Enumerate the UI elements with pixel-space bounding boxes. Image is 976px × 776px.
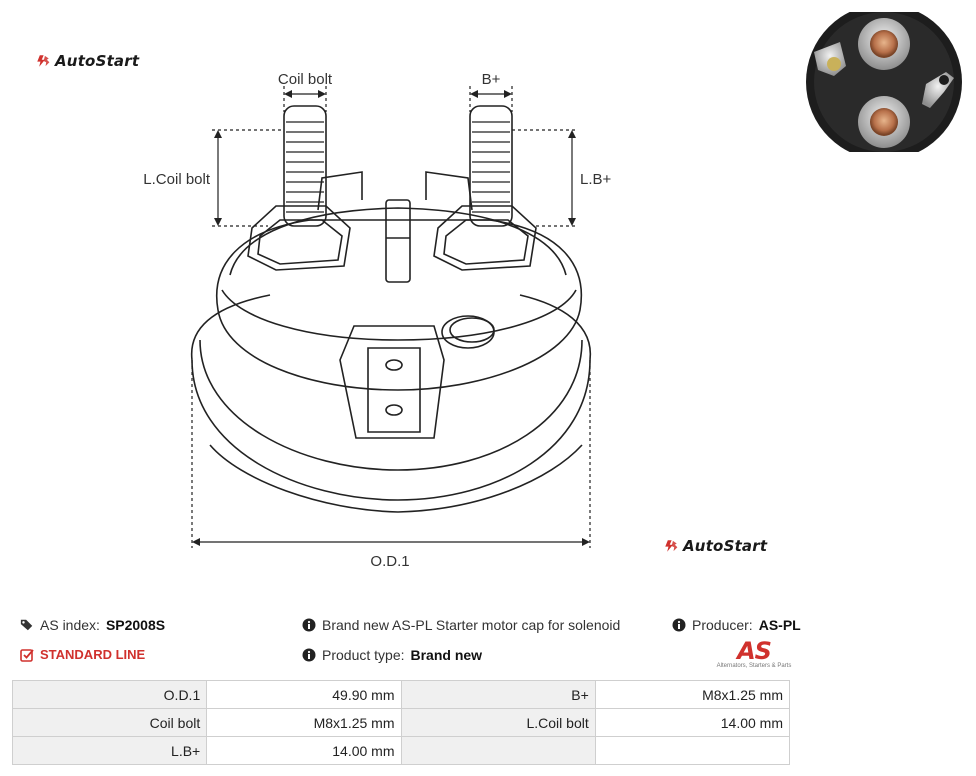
tags-icon: [20, 619, 33, 631]
spec-value: 49.90 mm: [206, 680, 402, 709]
as-logo-tagline: Alternators, Starters & Parts: [716, 663, 792, 669]
od1-dimension-label: O.D.1: [370, 553, 409, 570]
product-type: Product type: Brand new: [302, 647, 482, 663]
producer-label: Producer:: [692, 617, 753, 633]
standard-line-label: STANDARD LINE: [40, 647, 146, 662]
product-type-label: Product type:: [322, 647, 405, 663]
as-index-label: AS index:: [40, 617, 100, 633]
as-index-value: SP2008S: [105, 617, 166, 633]
table-row: L.B+ 14.00 mm: [11, 736, 791, 765]
producer: Producer: AS-PL: [672, 617, 801, 633]
spec-label: L.B+: [11, 736, 208, 765]
logo-text: AutoStart: [683, 537, 768, 555]
spec-value: M8x1.25 mm: [594, 680, 791, 709]
info-icon: [672, 618, 686, 632]
spec-label: O.D.1: [11, 680, 208, 709]
as-pl-logo: AS Alternators, Starters & Parts: [716, 637, 792, 670]
producer-value: AS-PL: [758, 617, 801, 633]
spec-label: Coil bolt: [11, 708, 208, 737]
b-plus-dimension-label: B+: [482, 71, 501, 88]
product-photo: [806, 12, 962, 152]
l-b-plus-dimension-label: L.B+: [580, 171, 612, 188]
spec-value: 14.00 mm: [594, 708, 791, 737]
autostart-logo-bottom: AutoStart: [664, 537, 767, 555]
as-logo-mark: AS: [737, 637, 772, 665]
coil-bolt-dimension-label: Coil bolt: [278, 71, 333, 88]
autostart-mark-icon: [37, 55, 50, 67]
logo-text: AutoStart: [55, 52, 140, 70]
spec-value: [594, 736, 791, 765]
autostart-mark-icon: [665, 540, 678, 552]
autostart-logo-top: AutoStart: [36, 52, 139, 70]
spec-label: [400, 736, 596, 765]
table-row: Coil bolt M8x1.25 mm L.Coil bolt 14.00 m…: [11, 708, 791, 737]
info-icon: [302, 648, 316, 662]
specifications-table: O.D.1 49.90 mm B+ M8x1.25 mm Coil bolt M…: [11, 680, 791, 765]
description-text: Brand new AS-PL Starter motor cap for so…: [322, 617, 621, 633]
standard-line: STANDARD LINE: [20, 647, 145, 662]
table-row: O.D.1 49.90 mm B+ M8x1.25 mm: [11, 680, 791, 709]
spec-value: M8x1.25 mm: [206, 708, 402, 737]
checkbox-edit-icon: [20, 648, 34, 662]
description: Brand new AS-PL Starter motor cap for so…: [302, 617, 620, 633]
spec-value: 14.00 mm: [206, 736, 402, 765]
l-coil-bolt-dimension-label: L.Coil bolt: [143, 171, 211, 188]
solenoid-cap-drawing: Coil bolt B+ L.Coil bolt L.B+ O.D.1: [143, 71, 612, 570]
product-type-value: Brand new: [410, 647, 483, 663]
spec-label: B+: [400, 680, 596, 709]
info-icon: [302, 618, 316, 632]
spec-label: L.Coil bolt: [400, 708, 596, 737]
as-index: AS index: SP2008S: [20, 617, 165, 633]
